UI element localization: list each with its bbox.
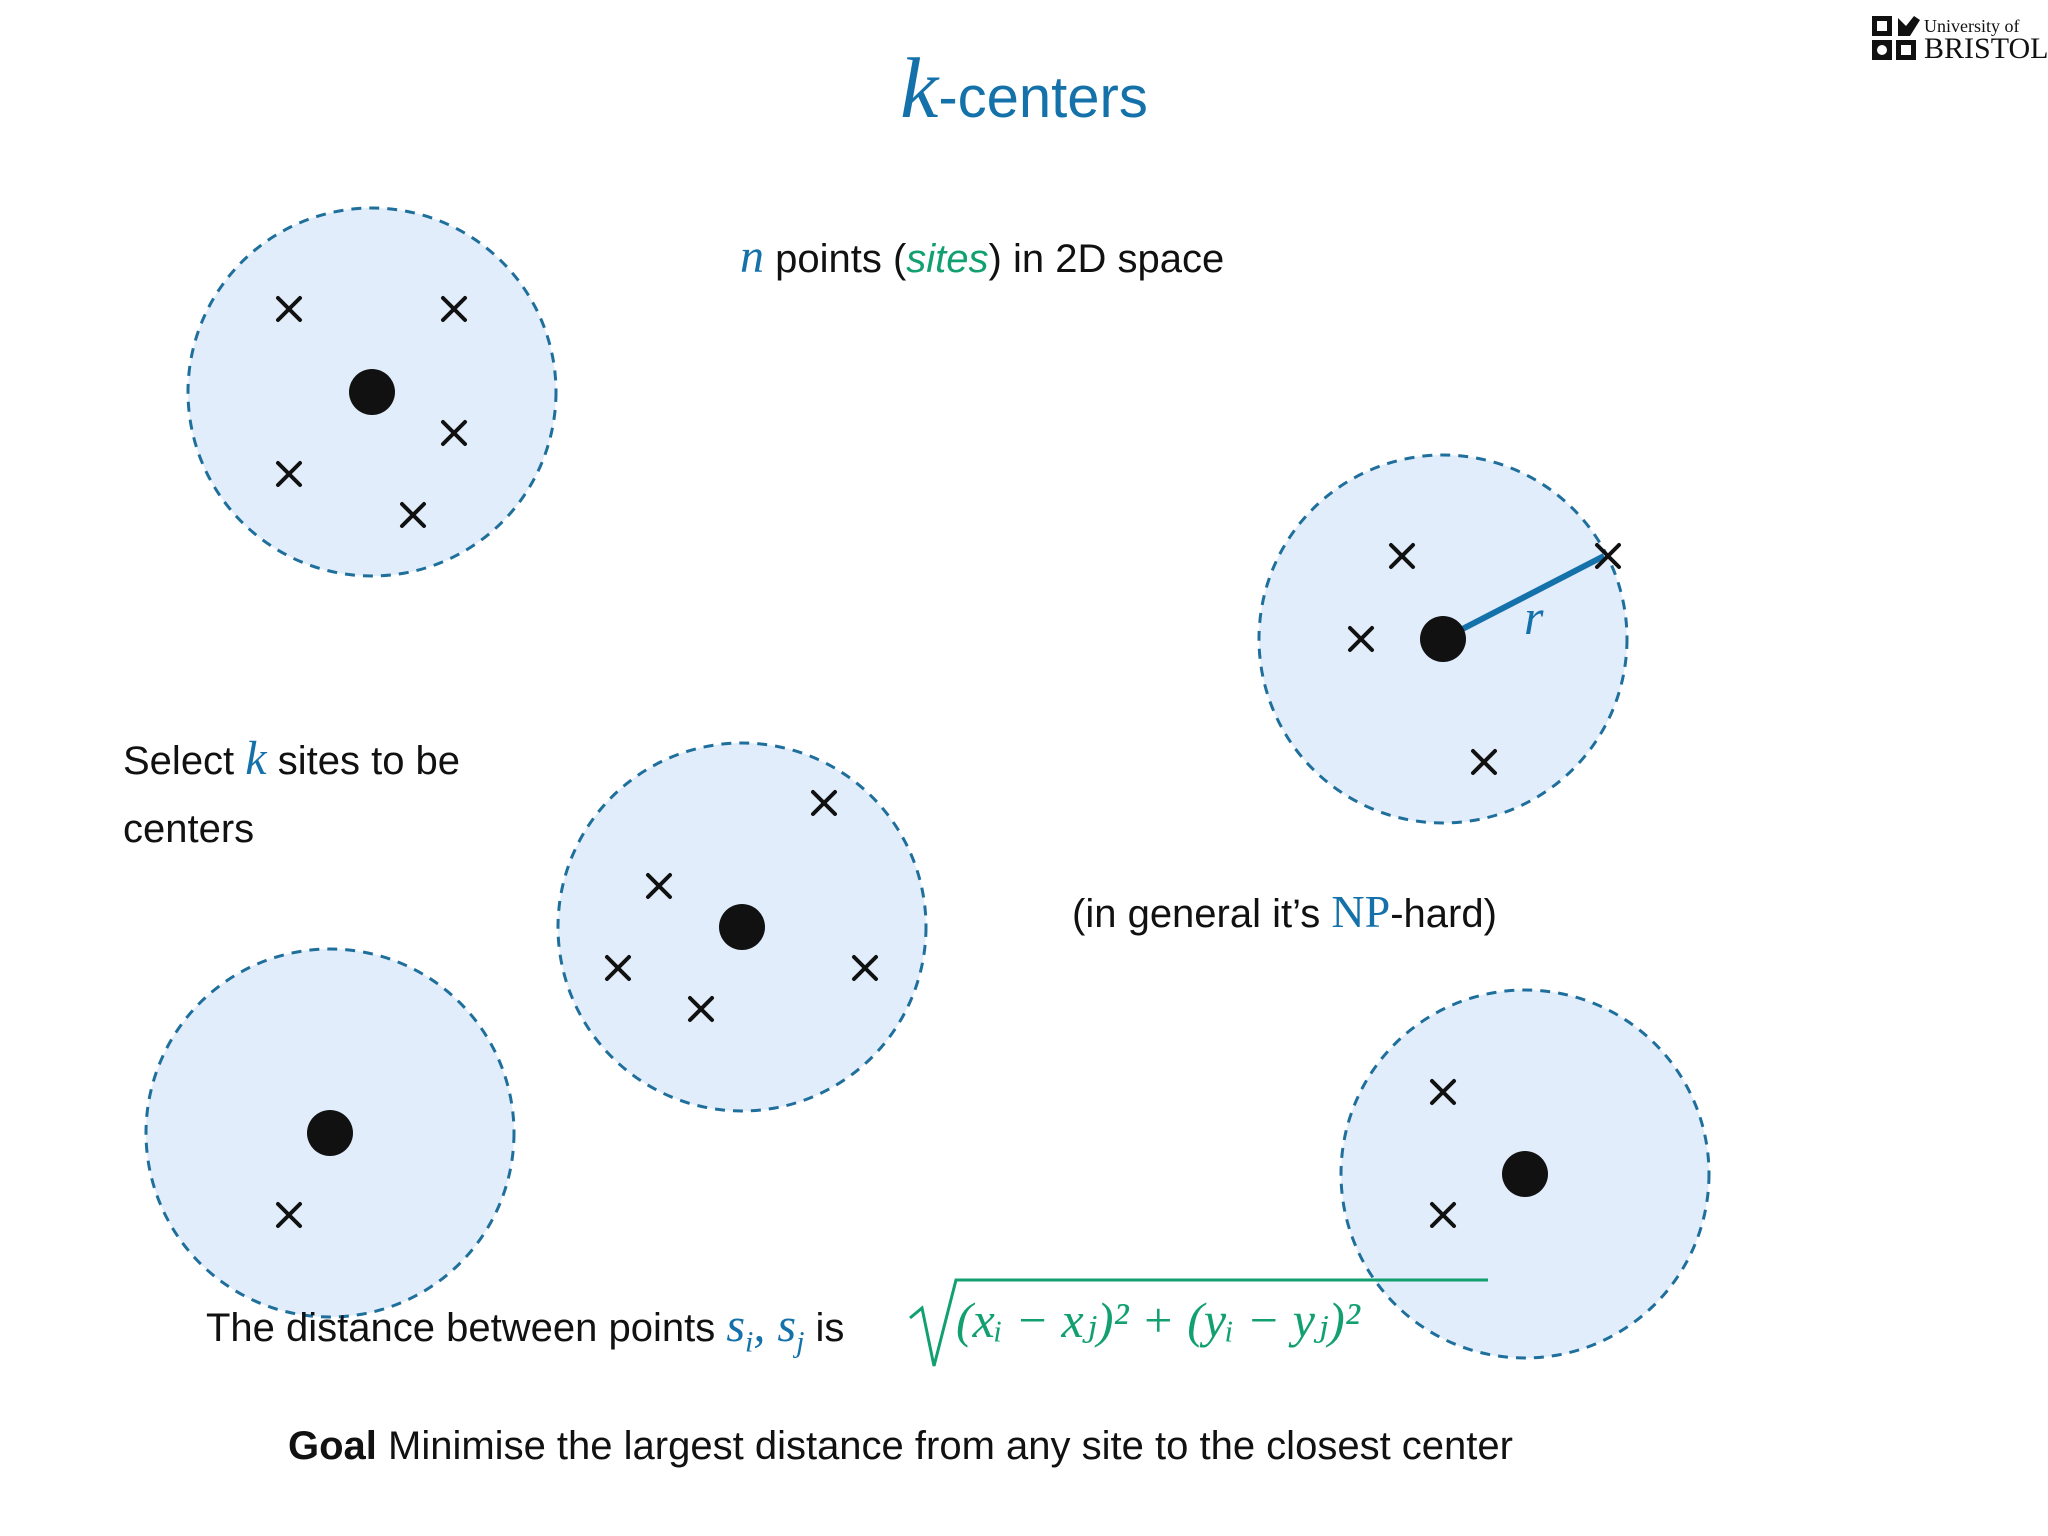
- title-variable: k: [900, 40, 939, 136]
- slide-title: k-centers: [0, 38, 2048, 138]
- sqrt-radical: [909, 1278, 1488, 1367]
- intro-emphasis: sites: [906, 237, 989, 281]
- s-j-symbol: sj: [777, 1299, 805, 1359]
- title-text: -centers: [938, 65, 1148, 130]
- distance-is: is: [804, 1306, 845, 1350]
- intro-text-1: points (: [764, 237, 907, 281]
- distance-text: The distance between points si, sj is: [206, 1297, 844, 1361]
- select-text: Select k sites to be: [123, 730, 460, 788]
- logo-line-1: University of: [1924, 16, 2020, 36]
- distance-formula: (xᵢ − xⱼ)² + (yᵢ − yⱼ)²: [956, 1292, 1360, 1348]
- logo-line-2: BRISTOL: [1924, 32, 2048, 65]
- nphard-note: (in general it’s NP-hard): [1072, 884, 1497, 939]
- goal-label: Goal: [288, 1424, 377, 1468]
- nphard-text-1: (in general it’s: [1072, 892, 1332, 936]
- center-point: [1502, 1151, 1548, 1197]
- comma: ,: [753, 1299, 778, 1352]
- intro-text: n points (sites) in 2D space: [740, 228, 1224, 286]
- s-i-symbol: si: [726, 1299, 754, 1359]
- select-variable: k: [245, 732, 267, 785]
- cluster-bottom-right: [1339, 988, 1711, 1360]
- select-text-1: Select: [123, 739, 246, 783]
- university-logo: University of BRISTOL: [1870, 14, 2048, 64]
- select-text-line-2: centers: [123, 805, 254, 853]
- distance-text-1: The distance between points: [206, 1306, 727, 1350]
- np-term: NP: [1331, 886, 1391, 937]
- select-line-2: centers: [123, 807, 255, 851]
- goal-description: Minimise the largest distance from any s…: [376, 1424, 1513, 1468]
- radius-label: r: [1524, 589, 1544, 645]
- cluster-right: r: [1257, 453, 1629, 825]
- crest-icon: [1872, 16, 1920, 60]
- center-point: [719, 904, 765, 950]
- radius-line: [1441, 553, 1606, 642]
- goal-text: Goal Minimise the largest distance from …: [288, 1422, 1513, 1470]
- center-point: [1420, 616, 1466, 662]
- center-point: [307, 1110, 353, 1156]
- intro-variable: n: [740, 230, 764, 283]
- select-text-2: sites to be: [266, 739, 461, 783]
- cluster-top-left: [186, 206, 558, 578]
- center-point: [349, 369, 395, 415]
- cluster-bottom-left: [144, 947, 516, 1319]
- nphard-text-2: -hard): [1390, 892, 1497, 936]
- cluster-middle: [556, 741, 928, 1113]
- intro-text-2: ) in 2D space: [988, 237, 1225, 281]
